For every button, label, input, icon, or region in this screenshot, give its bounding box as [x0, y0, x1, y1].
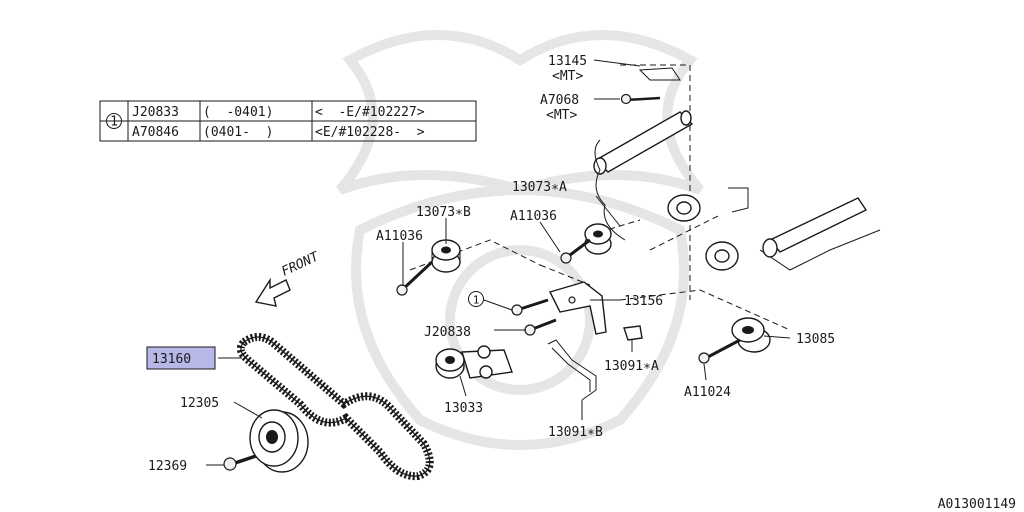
label-12305: 12305 — [180, 396, 219, 411]
label-a7068: A7068 — [540, 93, 579, 108]
label-13033: 13033 — [444, 401, 483, 416]
label-a11036-mid: A11036 — [510, 209, 557, 224]
front-arrow-icon — [254, 277, 291, 307]
table-row-1-date: ( -0401) — [203, 105, 273, 120]
label-a7068-note: <MT> — [546, 108, 577, 123]
label-a11036-left: A11036 — [376, 229, 423, 244]
camshaft-right — [705, 197, 881, 271]
table-index-circle — [106, 113, 122, 129]
bracket-13091b — [547, 339, 597, 401]
table-row-2-vin: <E/#102228- > — [315, 125, 425, 140]
tensioner-bracket-13156 — [548, 281, 607, 335]
bolt-a11024 — [698, 338, 741, 364]
label-13085: 13085 — [796, 332, 835, 347]
table-row-2-date: (0401- ) — [203, 125, 273, 140]
bolt-j20838 — [524, 318, 557, 336]
label-13145: 13145 — [548, 54, 587, 69]
bracket-13091a — [623, 325, 643, 341]
highlight-13160 — [146, 346, 216, 370]
label-13145-note: <MT> — [552, 69, 583, 84]
crank-pulley-12305 — [249, 409, 309, 473]
camshaft-sprocket-upper — [667, 187, 749, 222]
label-a11024: A11024 — [684, 385, 731, 400]
label-j20838: J20838 — [424, 325, 471, 340]
watermark-crest — [336, 30, 704, 450]
bolt-a11036-left — [396, 260, 434, 296]
reference-table: 1 J20833 ( -0401) < -E/#102227> A70846 (… — [99, 100, 477, 142]
label-13073b: 13073∗B — [416, 205, 471, 220]
camshaft-upper — [593, 67, 694, 241]
label-13091a: 13091∗A — [604, 359, 659, 374]
assembly-dashed-lines — [409, 64, 791, 331]
table-index-symbol: 1 — [110, 115, 118, 130]
table-row-1-vin: < -E/#102227> — [315, 105, 425, 120]
idler-pulley-13085 — [731, 317, 771, 353]
label-ref-1: 1 — [473, 294, 480, 307]
table-row-1-part: J20833 — [132, 105, 179, 120]
tensioner-13033 — [435, 345, 513, 379]
table-row-2-part: A70846 — [132, 125, 179, 140]
callout-ref-circle — [468, 291, 484, 307]
diagram-id: A013001149 — [938, 497, 1016, 512]
label-13160: 13160 — [152, 352, 191, 367]
label-13073a: 13073∗A — [512, 180, 567, 195]
bolt-ref-1 — [511, 298, 549, 316]
idler-pulley-13073b — [431, 239, 461, 273]
bolt-a11036-mid — [560, 238, 591, 264]
callout-leaders — [206, 59, 791, 466]
label-12369: 12369 — [148, 459, 187, 474]
label-13156: 13156 — [624, 294, 663, 309]
timing-belt-13160 — [236, 333, 434, 481]
front-label: FRONT — [279, 249, 322, 280]
bolt-a7068 — [620, 93, 661, 105]
label-13091b: 13091∗B — [548, 425, 603, 440]
